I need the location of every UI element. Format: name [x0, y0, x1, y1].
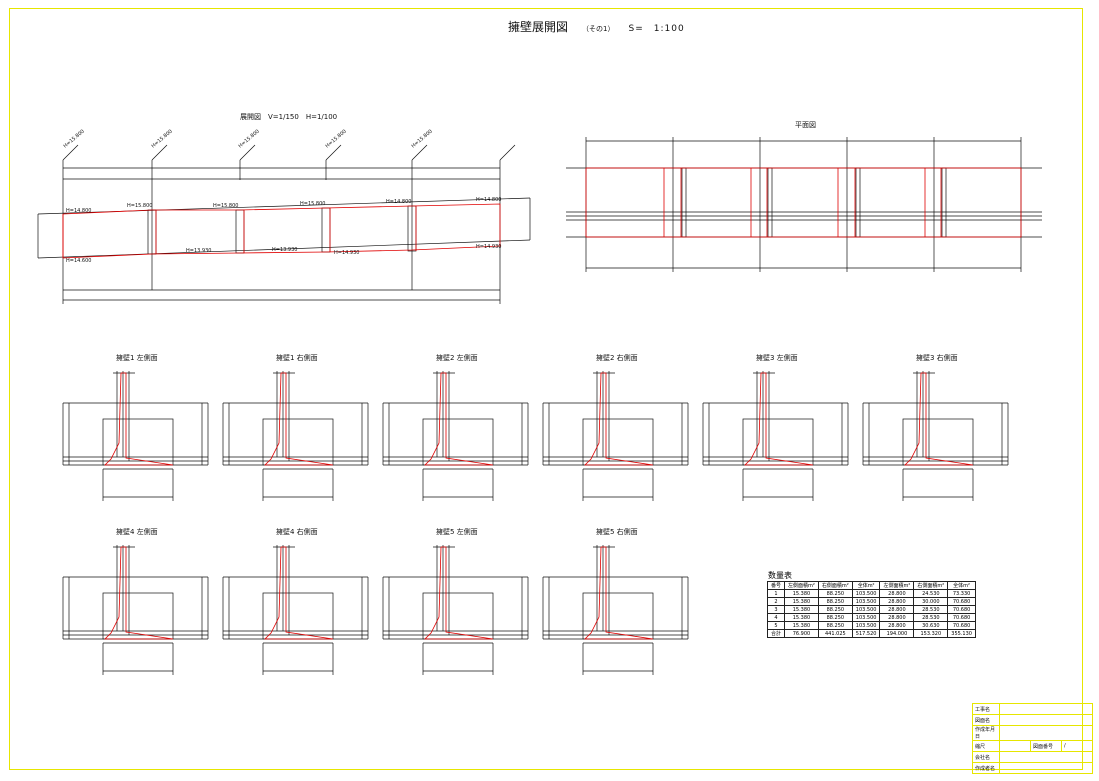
section-title: 擁壁3 右側面 [916, 353, 958, 362]
section-title: 擁壁5 左側面 [436, 527, 478, 536]
svg-text:H=14.800: H=14.800 [476, 197, 501, 203]
quantity-title: 数量表 [768, 571, 792, 580]
svg-text:H=15.800: H=15.800 [150, 129, 173, 150]
elevation-view: 展開図 V=1/150 H=1/100 [37, 113, 531, 304]
section-title: 擁壁1 左側面 [116, 353, 158, 362]
section-title: 擁壁4 左側面 [116, 527, 158, 536]
table-row: 番号 左側面積m² 右側面積m² 全体m² 左側面積m² 右側面積m² 全体m² [766, 581, 976, 590]
plan-title: 平面図 [795, 121, 816, 129]
section-title: 擁壁4 右側面 [276, 527, 318, 536]
section-title: 擁壁2 左側面 [436, 353, 478, 362]
svg-text:H=15.800: H=15.800 [237, 129, 260, 150]
drawing-frame [9, 8, 1083, 770]
svg-text:H=15.800: H=15.800 [300, 201, 325, 207]
elevation-red-outline [62, 203, 501, 259]
elevation-title: 展開図 V=1/150 H=1/100 [240, 113, 337, 121]
title-block-label: 作成年月日 [972, 725, 1000, 741]
svg-text:H=14.800: H=14.800 [66, 208, 91, 214]
svg-text:H=14.800: H=14.800 [386, 199, 411, 205]
drawing-title: 擁壁展開図（その1）S= 1:100 [508, 20, 685, 34]
quantity-table: 番号 左側面積m² 右側面積m² 全体m² 左側面積m² 右側面積m² 全体m²… [766, 581, 976, 638]
title-block: 工事名 図面名 作成年月日 縮尺図面番号/ 会社名 作成者名 [972, 703, 1093, 774]
section-title: 擁壁1 右側面 [276, 353, 318, 362]
svg-text:H=14.600: H=14.600 [66, 258, 91, 264]
section-title: 擁壁2 右側面 [596, 353, 638, 362]
title-block-label: 作成者名 [972, 762, 1000, 774]
svg-text:H=15.800: H=15.800 [213, 203, 238, 209]
svg-text:H=13.930: H=13.930 [272, 247, 297, 253]
title-block-label: 会社名 [972, 751, 1000, 763]
svg-text:H=15.800: H=15.800 [127, 203, 152, 209]
section-title: 擁壁3 左側面 [756, 353, 798, 362]
svg-text:H=15.800: H=15.800 [410, 129, 433, 150]
section-title: 擁壁5 右側面 [596, 527, 638, 536]
svg-text:H=14.930: H=14.930 [334, 250, 359, 256]
svg-text:H=15.800: H=15.800 [324, 129, 347, 150]
section-row-1: 擁壁1 左側面 擁壁1 右側面 擁壁2 左側面 擁壁2 右側面 擁壁3 左側面 … [62, 353, 1009, 502]
title-block-label: 縮尺 [972, 740, 1000, 752]
title-block-label: 工事名 [972, 703, 1000, 715]
plan-view: 平面図 [566, 121, 1042, 272]
section-row-2: 擁壁4 左側面 擁壁4 右側面 擁壁5 左側面 擁壁5 右側面 [62, 527, 689, 676]
plan-red-outline [585, 167, 1022, 238]
svg-text:H=14.930: H=14.930 [476, 244, 501, 250]
title-block-label: 図面名 [972, 714, 1000, 726]
svg-text:H=15.800: H=15.800 [62, 129, 85, 150]
svg-text:H=13.930: H=13.930 [186, 248, 211, 254]
